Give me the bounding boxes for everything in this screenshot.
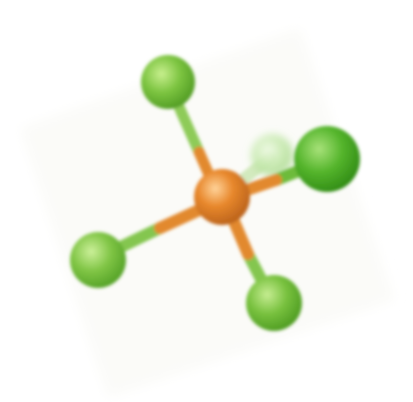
ligand-atom-right xyxy=(294,126,360,192)
ligand-atom-left xyxy=(70,232,126,288)
ligand-atom-bottom xyxy=(246,275,302,331)
central-atom xyxy=(194,169,250,225)
ligand-atom-back xyxy=(251,134,293,176)
ligand-atom-top xyxy=(141,55,195,109)
